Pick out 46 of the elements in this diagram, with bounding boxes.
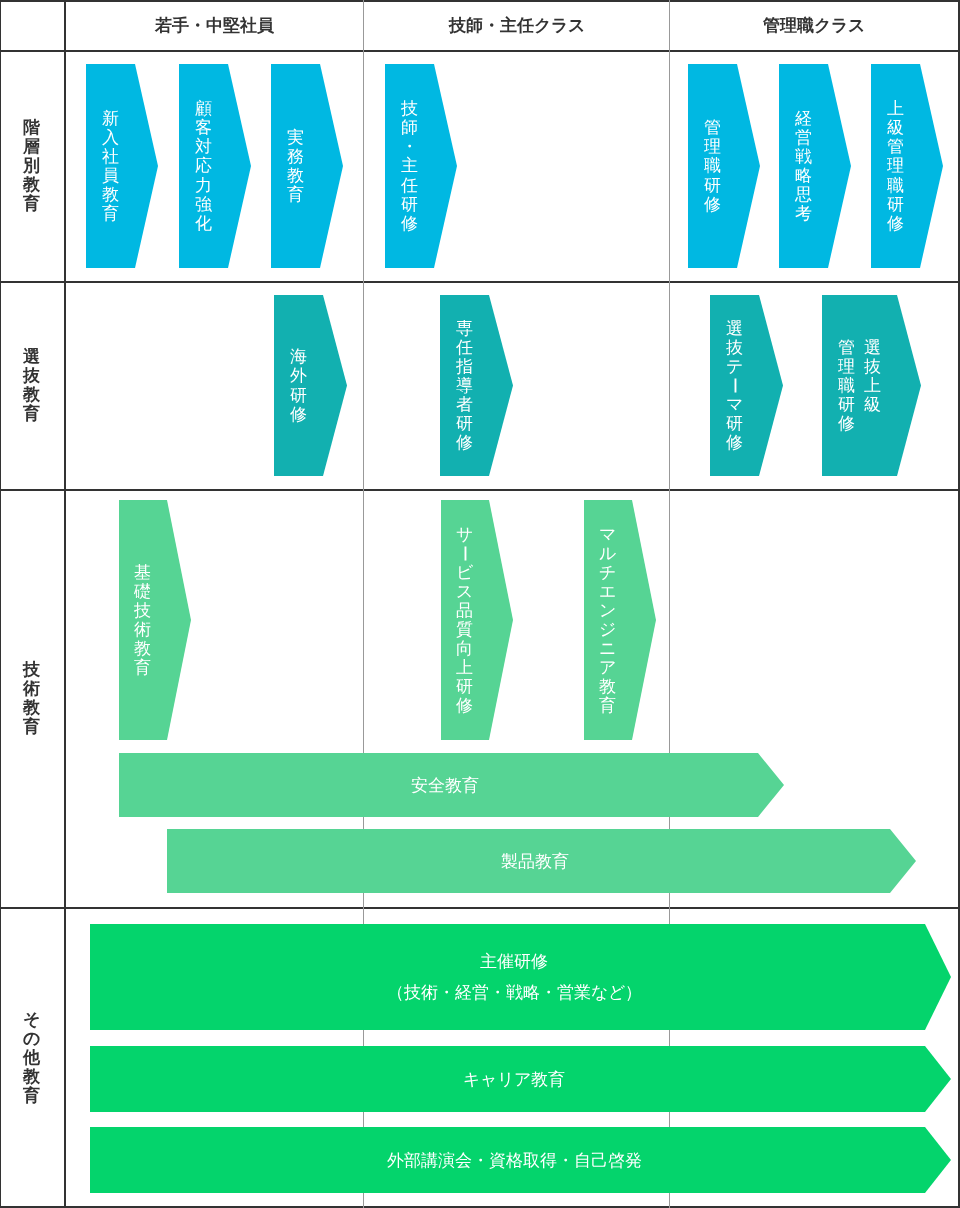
banner-label: 新入社員教育 bbox=[101, 108, 120, 224]
row-header: 階層別教育 bbox=[22, 117, 42, 214]
chevron-banner bbox=[119, 753, 784, 817]
banner-label: 主催研修 bbox=[480, 950, 548, 973]
banner-label: 顧客対応力強化 bbox=[194, 99, 213, 233]
chevron-banner bbox=[167, 829, 916, 893]
chevron-banner bbox=[584, 500, 656, 740]
chevron-banner bbox=[871, 64, 943, 268]
banner-label: 海外研修 bbox=[289, 347, 308, 424]
chevron-banner bbox=[688, 64, 760, 268]
chevron-banner bbox=[385, 64, 457, 268]
chevron-banner bbox=[119, 500, 191, 740]
chevron-banner bbox=[274, 295, 347, 476]
banner-label: サービス品質向上研修 bbox=[454, 524, 477, 716]
chevron-banner bbox=[90, 1127, 951, 1193]
chevron-banner bbox=[441, 500, 513, 740]
banner-label: 専任指導者研修 bbox=[455, 318, 474, 453]
chevron-banner bbox=[179, 64, 251, 268]
row-header: その他教育 bbox=[22, 1009, 42, 1106]
chevron-banner bbox=[90, 1046, 951, 1112]
chevron-banner bbox=[779, 64, 851, 268]
banner-label: 基礎技術教育 bbox=[133, 562, 153, 678]
banner-label: キャリア教育 bbox=[463, 1067, 565, 1091]
chevron-banner bbox=[271, 64, 343, 268]
chevron-banner bbox=[90, 924, 951, 1030]
banner-label: 選抜テーマ研修 bbox=[724, 318, 746, 453]
banner-label: 外部講演会・資格取得・自己啓発 bbox=[386, 1148, 642, 1172]
chevron-banner bbox=[440, 295, 513, 476]
banner-label: 実務教育 bbox=[286, 127, 305, 205]
row-header: 選抜教育 bbox=[21, 346, 42, 424]
banner-label: 安全教育 bbox=[411, 773, 479, 797]
column-header: 若手・中堅社員 bbox=[154, 13, 274, 37]
banner-label: 選抜上級管理職研修 bbox=[836, 337, 883, 434]
banner-label: 管理職研修 bbox=[703, 118, 722, 214]
chevron-banner bbox=[86, 64, 158, 268]
banner-label: 上級管理職研修 bbox=[886, 99, 905, 233]
column-header: 管理職クラス bbox=[763, 13, 865, 37]
row-header: 技術教育 bbox=[21, 659, 42, 737]
column-header: 技師・主任クラス bbox=[448, 13, 585, 37]
banner-label: 製品教育 bbox=[501, 849, 569, 873]
banner-label: マルチエンジニア教育 bbox=[598, 524, 618, 716]
banner-label: 経営戦略思考 bbox=[794, 108, 813, 224]
chevron-banner bbox=[710, 295, 783, 476]
chevron-banner bbox=[822, 295, 921, 476]
banner-label: 技師・主任研修 bbox=[400, 99, 419, 233]
banner-sublabel: （技術・経営・戦略・営業など） bbox=[386, 981, 642, 1004]
